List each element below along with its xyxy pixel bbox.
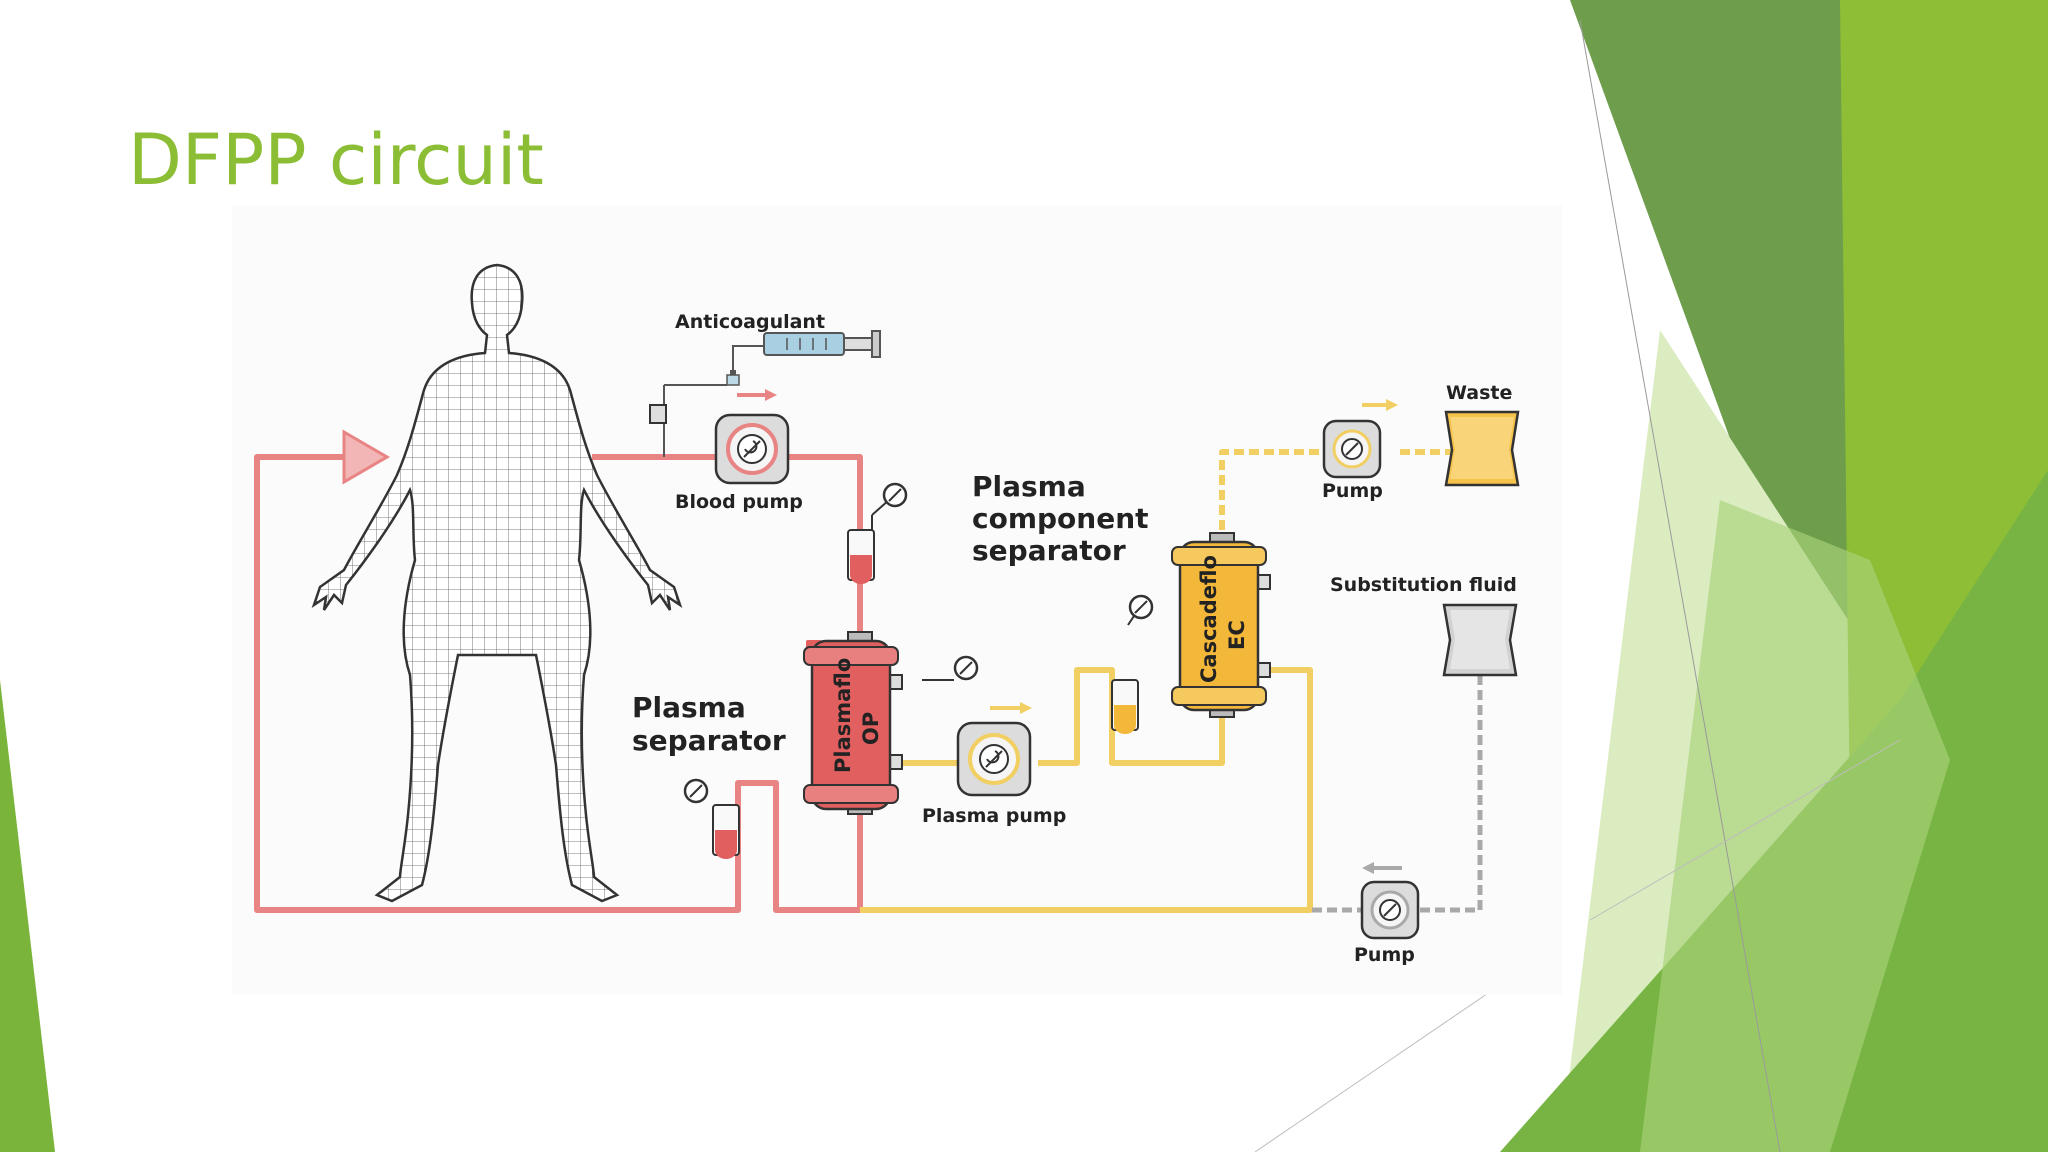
plasmaflo-label: Plasmaflo [831, 658, 855, 773]
bg-shape-right-bottom [1500, 470, 2048, 1152]
cascadeflo-ec-label: EC [1225, 620, 1249, 650]
plasma-component-label-line3: separator [972, 534, 1126, 567]
bg-shape-right-mid [1640, 500, 1950, 1152]
blood-line-return [254, 454, 863, 913]
bg-line-2 [1589, 739, 1901, 921]
substitution-fluid-label: Substitution fluid [1330, 574, 1517, 596]
plasma-separator-icon [803, 631, 903, 815]
cascadeflo-label: Cascadeflo [1197, 555, 1221, 683]
pressure-gauge-icon [683, 778, 709, 804]
substitution-fluid-bag-icon [1442, 603, 1518, 677]
plasma-separator-label-line1: Plasma [632, 691, 746, 724]
anticoagulant-clamp [649, 404, 667, 424]
plasma-component-label-line2: component [972, 502, 1149, 535]
blood-pump-icon [714, 413, 790, 485]
waste-bag-icon [1444, 410, 1520, 487]
waste-line [1219, 449, 1352, 545]
substitution-pump-arrowhead [1362, 862, 1374, 874]
plasma-component-label-line1: Plasma [972, 470, 1086, 503]
substitution-line [1412, 675, 1483, 913]
slide-title: DFPP circuit [128, 119, 544, 201]
waste-pump-arrowhead [1386, 399, 1398, 411]
blood-drip-chamber-icon [847, 515, 875, 584]
plasmaflo-op-label: OP [859, 712, 883, 745]
bg-line-1 [1579, 19, 1781, 1152]
anticoagulant-syringe-icon [726, 330, 881, 386]
substitution-pump-label: Pump [1354, 944, 1415, 966]
dfpp-circuit-diagram: Anticoagulant Blood pump [232, 205, 1562, 995]
plasma-separator-label-line2: separator [632, 724, 786, 757]
pressure-gauge-icon [871, 482, 908, 516]
plasma-component-separator-icon [1171, 532, 1271, 718]
plasma-drip-chamber-icon [1111, 679, 1139, 734]
plasma-pump-label: Plasma pump [922, 805, 1066, 827]
bg-shape-left [0, 680, 55, 1152]
return-drip-chamber-icon [712, 804, 740, 859]
plasma-line-return [860, 667, 1313, 913]
pressure-gauge-icon [1127, 594, 1154, 626]
plasma-pump-icon [956, 721, 1032, 797]
waste-pump-label: Pump [1322, 480, 1383, 502]
blood-pump-arrowhead [765, 389, 777, 401]
human-body-icon [311, 263, 683, 903]
blood-flow-arrowhead [342, 429, 390, 485]
pressure-gauge-icon [922, 655, 979, 681]
substitution-pump-icon [1360, 880, 1420, 940]
bg-line-3 [1254, 967, 1526, 1152]
plasma-pump-arrowhead [1020, 702, 1032, 714]
substitution-circuit [1310, 675, 1483, 913]
plasma-circuit [860, 449, 1452, 913]
waste-label: Waste [1446, 382, 1512, 404]
blood-pump-label: Blood pump [675, 491, 803, 513]
waste-pump-icon [1322, 419, 1382, 479]
plasma-line-to-component [1038, 667, 1225, 766]
anticoagulant-label: Anticoagulant [675, 311, 825, 333]
